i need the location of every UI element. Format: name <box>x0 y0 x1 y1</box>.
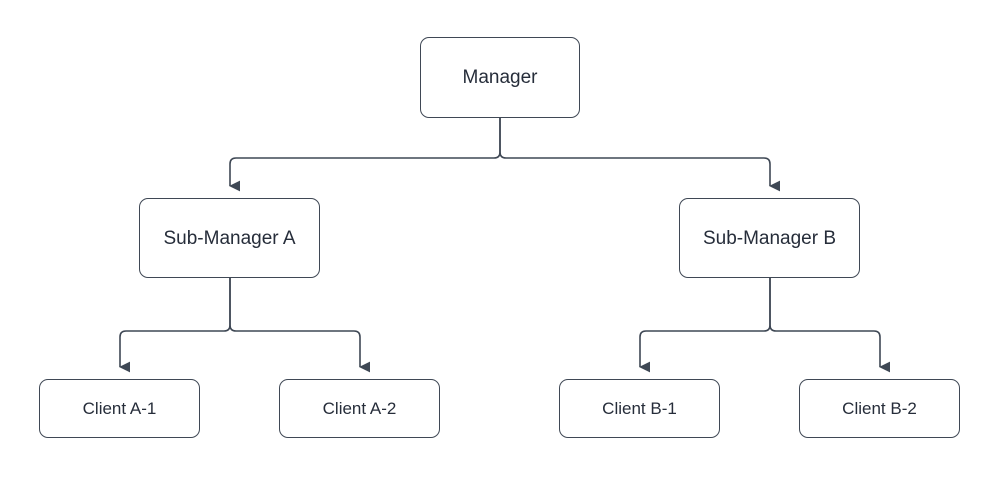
edge-sub-manager-b-client-b-1 <box>639 278 771 373</box>
node-manager-label: Manager <box>462 67 538 88</box>
node-sub-manager-a-label: Sub-Manager A <box>163 227 296 249</box>
node-client-a-2[interactable]: Client A-2 <box>279 379 440 438</box>
node-manager[interactable]: Manager <box>420 37 580 118</box>
node-client-b-2[interactable]: Client B-2 <box>799 379 960 438</box>
node-client-a-1[interactable]: Client A-1 <box>39 379 200 438</box>
node-sub-manager-a[interactable]: Sub-Manager A <box>139 198 320 278</box>
edge-sub-manager-a-client-a-2 <box>229 278 370 373</box>
edge-manager-sub-manager-b <box>499 118 780 192</box>
node-client-b-2-label: Client B-2 <box>842 399 917 418</box>
edge-sub-manager-a-client-a-1 <box>119 278 231 373</box>
node-client-a-1-label: Client A-1 <box>82 399 157 418</box>
node-client-a-2-label: Client A-2 <box>322 399 397 418</box>
node-sub-manager-b-label: Sub-Manager B <box>702 227 837 249</box>
edge-sub-manager-b-client-b-2 <box>769 278 890 373</box>
node-client-b-1-label: Client B-1 <box>602 399 677 418</box>
node-sub-manager-b[interactable]: Sub-Manager B <box>679 198 860 278</box>
node-client-b-1[interactable]: Client B-1 <box>559 379 720 438</box>
edge-manager-sub-manager-a <box>229 118 501 192</box>
